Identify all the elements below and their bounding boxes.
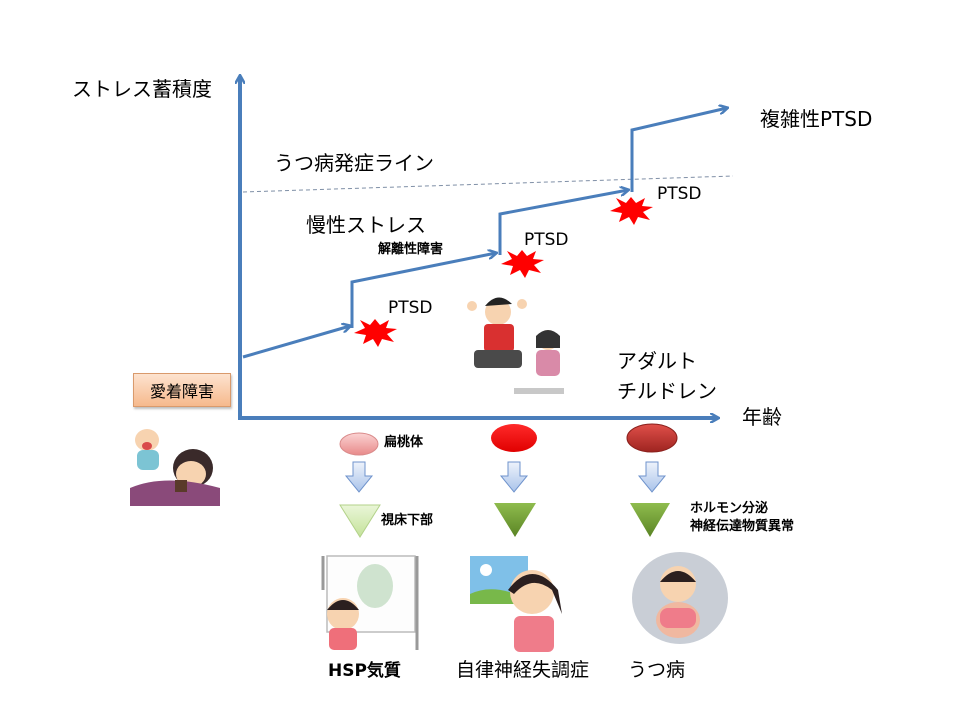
threshold-label: うつ病発症ライン: [274, 151, 434, 175]
hsp-girl-illustration: [321, 555, 419, 650]
down-arrow-icon: [499, 461, 529, 493]
ptsd-label: PTSD: [388, 298, 433, 318]
hypothalamus-label: 視床下部: [381, 513, 434, 528]
outcome-label-depression: うつ病: [628, 659, 686, 681]
crying-baby-neglectful-mother-illustration: [130, 429, 220, 506]
amygdala-oval-red: [491, 424, 537, 452]
ptsd-burst-icon: [610, 197, 653, 225]
ptsd-label: PTSD: [657, 184, 702, 204]
amygdala-oval-dark: [626, 423, 678, 453]
depression-threshold-line: [242, 175, 734, 193]
outcome-label-hsp: HSP気質: [328, 661, 401, 681]
ptsd-label: PTSD: [524, 230, 569, 250]
hypothalamus-triangle-dark: [494, 503, 536, 537]
y-axis-label: ストレス蓄積度: [72, 77, 212, 101]
hypothalamus-triangle-light: [339, 504, 381, 538]
chronic-stress-label: 慢性ストレス: [306, 213, 426, 237]
outcome-label-autonomic: 自律神経失調症: [456, 659, 590, 681]
stress-path-seg1: [242, 326, 350, 359]
adult-children-label-line1: アダルト: [617, 349, 697, 373]
attachment-disorder-badge: 愛着障害: [133, 373, 231, 407]
adult-children-label-line2: チルドレン: [617, 379, 717, 403]
complex-ptsd-label: 複雑性PTSD: [760, 107, 873, 131]
angry-father-scared-mother-illustration: [467, 297, 564, 394]
stress-path-seg2: [350, 253, 496, 328]
hypothalamus-triangle-dark: [630, 503, 670, 537]
down-arrow-icon: [344, 461, 374, 493]
ptsd-burst-icon: [354, 319, 397, 347]
depression-girl-illustration: [632, 552, 728, 644]
stress-path-seg3: [498, 190, 628, 255]
amygdala-label: 扁桃体: [384, 435, 424, 450]
stress-path-seg4: [630, 108, 727, 192]
down-arrow-icon: [637, 461, 667, 493]
dissociative-disorder-label: 解離性障害: [378, 242, 444, 257]
amygdala-oval-light: [339, 432, 379, 456]
ptsd-burst-icon: [501, 250, 544, 278]
hormone-label-line1: ホルモン分泌: [690, 501, 769, 516]
x-axis-label: 年齢: [742, 405, 782, 429]
autonomic-dysfunction-woman-illustration: [470, 556, 562, 652]
hormone-label-line2: 神経伝達物質異常: [690, 519, 795, 534]
